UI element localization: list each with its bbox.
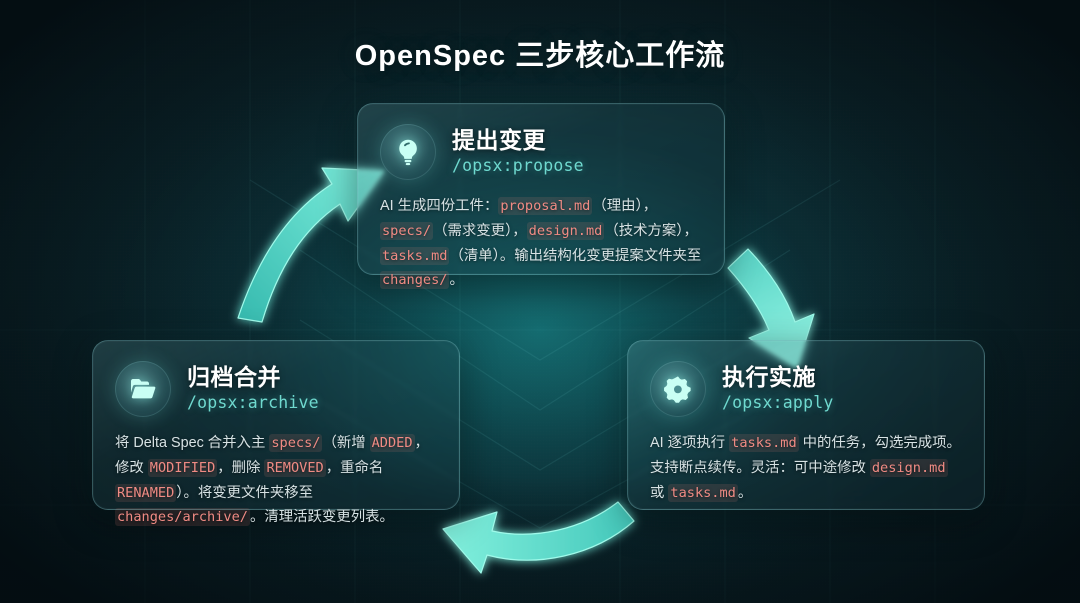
gear-icon xyxy=(650,361,706,417)
card-propose-header: 提出变更 /opsx:propose xyxy=(380,124,702,180)
card-command: /opsx:apply xyxy=(722,393,834,413)
card-body: 将 Delta Spec 合并入主 specs/（新增 ADDED，修改 MOD… xyxy=(115,434,429,527)
card-archive-heading: 归档合并 /opsx:archive xyxy=(187,364,319,414)
card-body: AI 逐项执行 tasks.md 中的任务，勾选完成项。支持断点续传。灵活：可中… xyxy=(650,434,961,502)
folder-icon xyxy=(115,361,171,417)
card-apply-heading: 执行实施 /opsx:apply xyxy=(722,364,833,414)
page-title: OpenSpec 三步核心工作流 xyxy=(354,40,726,72)
card-apply[interactable]: 执行实施 /opsx:apply AI 逐项执行 tasks.md 中的任务，勾… xyxy=(627,340,985,510)
card-command: /opsx:propose xyxy=(452,156,584,176)
lightbulb-icon xyxy=(380,124,436,180)
card-propose[interactable]: 提出变更 /opsx:propose AI 生成四份工件：proposal.md… xyxy=(357,103,725,290)
arrow-apply-to-archive xyxy=(442,501,635,574)
card-title: 提出变更 xyxy=(452,127,546,154)
card-apply-header: 执行实施 /opsx:apply xyxy=(650,361,962,417)
card-archive-header: 归档合并 /opsx:archive xyxy=(115,361,437,417)
card-archive[interactable]: 归档合并 /opsx:archive 将 Delta Spec 合并入主 spe… xyxy=(92,340,460,527)
card-command: /opsx:archive xyxy=(187,393,319,413)
card-body: AI 生成四份工件：proposal.md（理由），specs/（需求变更），d… xyxy=(380,197,702,290)
card-propose-heading: 提出变更 /opsx:propose xyxy=(452,127,584,177)
card-title: 执行实施 xyxy=(722,364,816,391)
card-title: 归档合并 xyxy=(187,364,281,391)
